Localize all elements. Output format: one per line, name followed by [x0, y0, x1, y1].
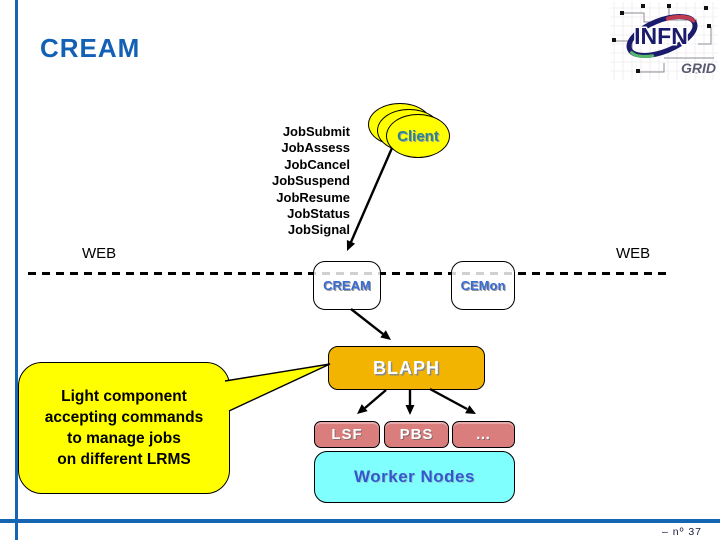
arrow-blaph-to-other	[429, 387, 468, 411]
left-accent-line	[15, 0, 18, 540]
worker-nodes-label: Worker Nodes	[354, 467, 475, 486]
callout-line: to manage jobs	[67, 430, 181, 447]
job-method: JobResume	[276, 189, 350, 205]
worker-nodes-node: Worker Nodes	[314, 451, 515, 503]
job-method: JobSignal	[287, 222, 350, 238]
blaph-node-label: BLAPH	[373, 357, 440, 378]
callout-line: accepting commands	[44, 409, 204, 426]
cemon-node-label: CEMon	[460, 278, 506, 293]
job-method-list: JobSubmit JobAssess JobCancel JobSuspend…	[272, 124, 350, 239]
web-label-left: WEB	[82, 245, 117, 262]
logo-org-text: INFN	[634, 23, 688, 49]
footer-accent-line	[0, 519, 720, 523]
blaph-callout: Light component accepting commands to ma…	[18, 362, 230, 494]
cemon-node: CEMon	[451, 261, 515, 310]
client-node: Client	[386, 114, 450, 158]
logo-swoosh	[626, 14, 698, 58]
callout-tail	[224, 363, 331, 412]
callout-line: on different LRMS	[57, 451, 191, 468]
arrowhead	[380, 330, 391, 340]
arrow-blaph-to-lsf	[364, 389, 387, 409]
job-method: JobCancel	[284, 156, 350, 172]
job-method: JobAssess	[281, 140, 350, 156]
cream-node: CREAM	[313, 261, 381, 310]
logo-sub-text: GRID	[681, 60, 716, 76]
infn-grid-logo: INFN GRID	[610, 2, 718, 80]
job-method: JobStatus	[287, 206, 350, 222]
lrms-node-pbs: PBS	[384, 421, 449, 448]
lrms-node-label: LSF	[331, 426, 363, 443]
arrow-cream-to-blaph	[350, 308, 384, 335]
job-method: JobSubmit	[282, 124, 350, 139]
lrms-node-other: …	[452, 421, 515, 448]
lrms-node-label: PBS	[399, 426, 434, 443]
arrowhead	[405, 405, 415, 415]
slide-title: CREAM	[40, 33, 141, 63]
blaph-node: BLAPH	[328, 346, 485, 390]
callout-line: Light component	[61, 388, 187, 405]
job-method: JobSuspend	[271, 173, 350, 189]
client-label: Client	[397, 127, 439, 145]
lrms-node-label: …	[475, 426, 492, 443]
lrms-node-lsf: LSF	[314, 421, 380, 448]
arrowhead	[465, 405, 476, 414]
arrow-client-to-cream	[349, 147, 394, 243]
web-label-right: WEB	[616, 245, 651, 262]
arrowhead	[357, 404, 368, 414]
logo-circuit-dots	[612, 4, 711, 74]
cream-node-label: CREAM	[323, 278, 371, 293]
arrowhead	[346, 240, 356, 251]
page-number: – nº 37	[661, 526, 702, 538]
